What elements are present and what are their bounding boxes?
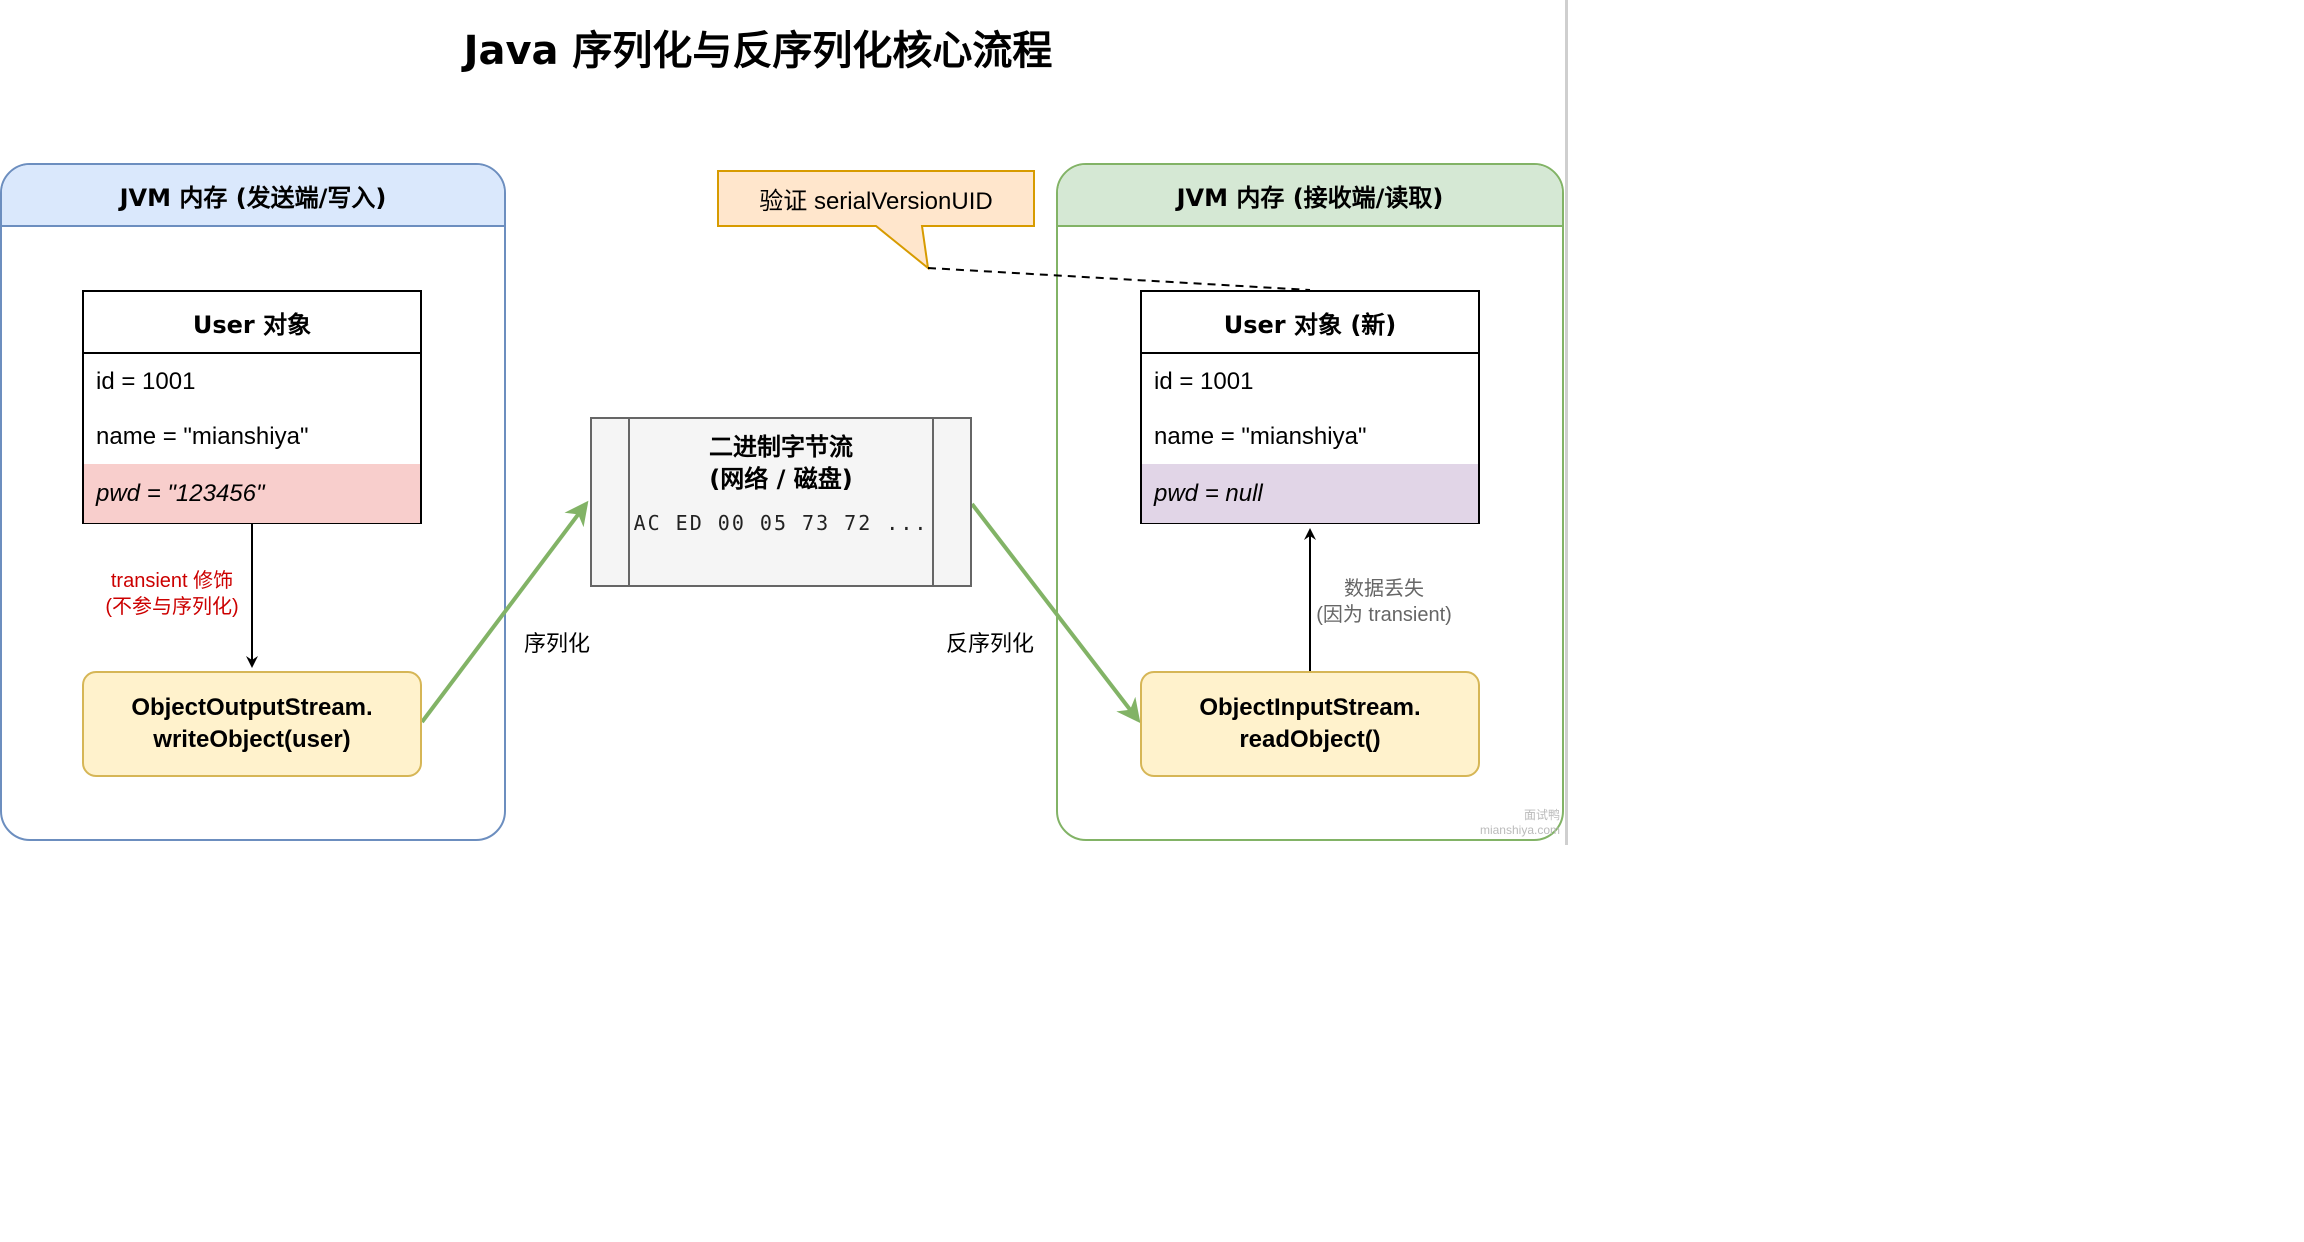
input-stream-line2: readObject(): [1239, 726, 1381, 753]
sender-jvm-panel: JVM 内存 (发送端/写入): [0, 163, 506, 841]
data-lost-annotation-line2: (因为 transient): [1316, 604, 1452, 626]
data-lost-annotation-line1: 数据丢失: [1344, 578, 1424, 600]
callout-shape: [717, 170, 1035, 271]
deserialize-arrow: [970, 502, 1141, 724]
output-stream-line2: writeObject(user): [153, 726, 351, 753]
receiver-object-title: User 对象 (新): [1142, 292, 1478, 354]
receiver-field-id: id = 1001: [1154, 368, 1254, 395]
byte-stream-title-line1: 二进制字节流: [709, 433, 853, 461]
object-input-stream: ObjectInputStream. readObject(): [1140, 671, 1480, 777]
transient-annotation-line1: transient 修饰: [110, 570, 234, 592]
byte-stream-left-bar: [628, 419, 630, 585]
byte-stream-hex: AC ED 00 05 73 72 ...: [633, 511, 929, 535]
sender-object-title: User 对象: [84, 292, 420, 354]
serial-version-callout: 验证 serialVersionUID: [759, 187, 993, 215]
watermark-line2: mianshiya.com: [1479, 823, 1560, 837]
byte-stream-right-bar: [932, 419, 934, 585]
deserialize-label: 反序列化: [946, 631, 1035, 656]
watermark: 面试鸭 mianshiya.com: [1480, 808, 1560, 838]
diagram-title: Java 序列化与反序列化核心流程: [463, 28, 1053, 74]
callout-link-line: [927, 267, 1311, 291]
byte-stream-title-line2: (网络 / 磁盘): [709, 465, 853, 493]
serialize-arrow: [420, 500, 589, 724]
binary-byte-stream: 二进制字节流 (网络 / 磁盘) AC ED 00 05 73 72 ...: [590, 417, 972, 587]
watermark-line1: 面试鸭: [1523, 808, 1560, 822]
connectors-layer: [246, 170, 1316, 724]
receiver-user-object: User 对象 (新) id = 1001 name = "mianshiya"…: [1140, 290, 1480, 524]
transient-annotation-line2: (不参与序列化): [105, 596, 239, 618]
sender-user-object: User 对象 id = 1001 name = "mianshiya" pwd…: [82, 290, 422, 524]
receiver-jvm-panel: JVM 内存 (接收端/读取): [1056, 163, 1564, 841]
object-output-stream: ObjectOutputStream. writeObject(user): [82, 671, 422, 777]
serialize-label: 序列化: [524, 631, 591, 656]
receiver-field-name: name = "mianshiya": [1154, 423, 1367, 450]
output-stream-line1: ObjectOutputStream.: [131, 694, 373, 721]
sender-field-pwd: pwd = "123456": [84, 464, 420, 523]
receiver-field-pwd: pwd = null: [1142, 464, 1478, 523]
sender-field-name: name = "mianshiya": [96, 423, 309, 450]
window-edge: [1565, 0, 1568, 845]
transient-annotation: transient 修饰 (不参与序列化): [82, 568, 262, 620]
sender-panel-header: JVM 内存 (发送端/写入): [2, 165, 504, 227]
input-stream-line1: ObjectInputStream.: [1199, 694, 1421, 721]
sender-field-id: id = 1001: [96, 368, 196, 395]
byte-stream-title: 二进制字节流 (网络 / 磁盘): [592, 431, 970, 495]
data-lost-annotation: 数据丢失 (因为 transient): [1296, 576, 1472, 628]
receiver-panel-header: JVM 内存 (接收端/读取): [1058, 165, 1562, 227]
